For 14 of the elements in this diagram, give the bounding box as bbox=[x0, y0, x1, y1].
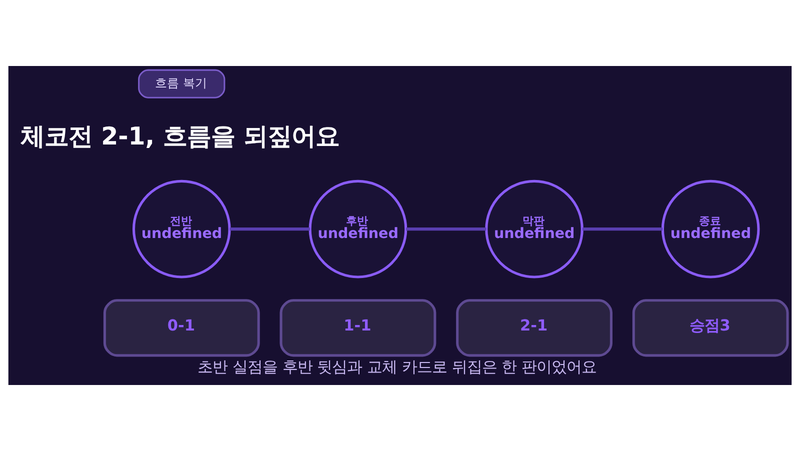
connector bbox=[406, 227, 486, 230]
node-circle: 종료 undefined bbox=[661, 179, 760, 278]
node-box: 0-1 bbox=[103, 298, 260, 356]
node-box: 승점3 bbox=[632, 298, 789, 356]
caption: 초반 실점을 후반 뒷심과 교체 카드로 뒤집은 한 판이었어요 bbox=[198, 357, 597, 376]
node-box: 1-1 bbox=[280, 298, 436, 356]
connector bbox=[582, 227, 663, 230]
diagram-title: 체코전 2-1, 흐름을 되짚어요 bbox=[20, 121, 340, 150]
node-box: 2-1 bbox=[456, 298, 612, 356]
connector bbox=[230, 227, 310, 230]
node-circle: 막판 undefined bbox=[485, 179, 584, 278]
node-circle: 후반 undefined bbox=[308, 179, 408, 278]
node-circle: 전반 undefined bbox=[132, 179, 231, 278]
node-box: 흐름 복기 bbox=[138, 68, 226, 98]
